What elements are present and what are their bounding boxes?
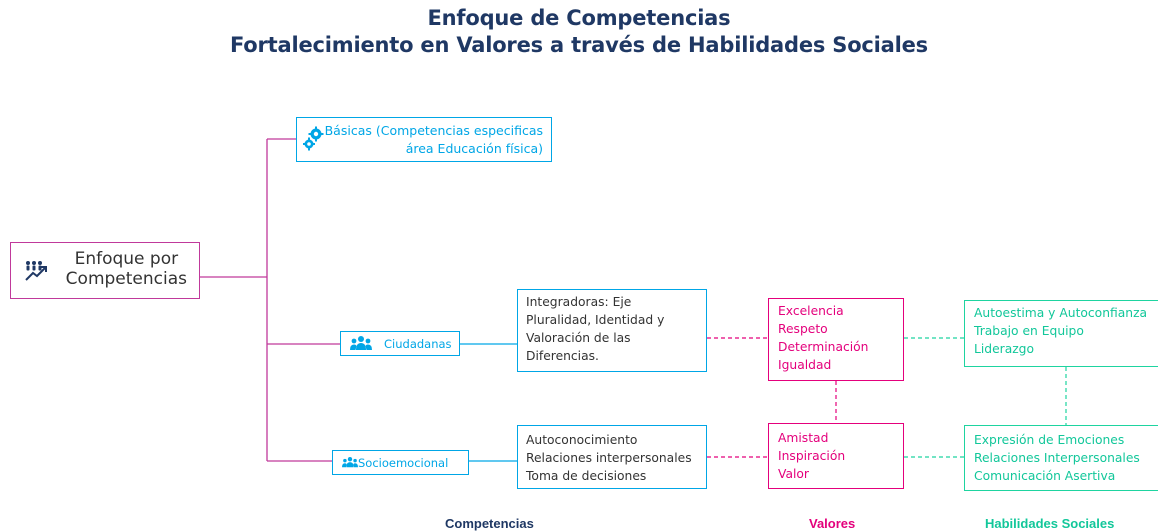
valor-item: Valor	[778, 467, 809, 481]
root-label-line1: Enfoque por	[74, 249, 179, 269]
footer-habilidades: Habilidades Sociales	[985, 516, 1115, 531]
integradoras-line: Integradoras: Eje	[526, 295, 632, 309]
socioemocional-competencia-line: Toma de decisiones	[526, 469, 647, 483]
ciudadanas-node[interactable]: Ciudadanas	[340, 331, 460, 356]
valores-box-2[interactable]: Amistad Inspiración Valor	[768, 423, 904, 489]
valor-item: Inspiración	[778, 449, 846, 463]
socioemocional-competencia-line: Relaciones interpersonales	[526, 451, 692, 465]
basicas-node[interactable]: Básicas (Competencias especificas área E…	[296, 117, 552, 162]
habilidad-item: Liderazgo	[974, 342, 1035, 356]
footer-competencias: Competencias	[445, 516, 534, 531]
socioemocional-label: Socioemocional	[358, 456, 449, 470]
socioemocional-competencia-line: Autoconocimiento	[526, 433, 638, 447]
basicas-label-line1: Básicas (Competencias especificas	[324, 123, 543, 138]
integradoras-line: Valoración de las	[526, 331, 631, 345]
people-group-icon	[342, 456, 358, 472]
habilidades-box-2[interactable]: Expresión de Emociones Relaciones Interp…	[964, 425, 1158, 491]
integradoras-box[interactable]: Integradoras: Eje Pluralidad, Identidad …	[517, 289, 707, 372]
root-label-line2: Competencias	[65, 269, 187, 289]
root-node[interactable]: Enfoque por Competencias	[10, 242, 200, 299]
habilidades-box-1[interactable]: Autoestima y Autoconfianza Trabajo en Eq…	[964, 300, 1158, 367]
diagram-title-line2: Fortalecimiento en Valores a través de H…	[230, 33, 928, 57]
integradoras-line: Diferencias.	[526, 349, 599, 363]
growth-people-icon	[24, 260, 48, 286]
basicas-label-line2: área Educación física)	[405, 141, 543, 156]
valor-item: Respeto	[778, 322, 828, 336]
habilidad-item: Autoestima y Autoconfianza	[974, 306, 1148, 320]
socioemocional-competencias-box[interactable]: Autoconocimiento Relaciones interpersona…	[517, 425, 707, 489]
socioemocional-node[interactable]: Socioemocional	[332, 450, 469, 475]
valores-box-1[interactable]: Excelencia Respeto Determinación Igualda…	[768, 298, 904, 381]
valor-item: Determinación	[778, 340, 869, 354]
habilidad-item: Relaciones Interpersonales	[974, 451, 1140, 465]
diagram-title-line1: Enfoque de Competencias	[427, 6, 731, 30]
footer-valores: Valores	[809, 516, 856, 531]
gears-icon	[303, 126, 325, 157]
integradoras-line: Pluralidad, Identidad y	[526, 313, 665, 327]
habilidad-item: Trabajo en Equipo	[974, 324, 1084, 338]
habilidad-item: Comunicación Asertiva	[974, 469, 1116, 483]
valor-item: Igualdad	[778, 358, 832, 372]
habilidad-item: Expresión de Emociones	[974, 433, 1125, 447]
valor-item: Amistad	[778, 431, 829, 445]
ciudadanas-label: Ciudadanas	[384, 337, 452, 351]
valor-item: Excelencia	[778, 304, 844, 318]
people-group-icon	[350, 335, 372, 355]
